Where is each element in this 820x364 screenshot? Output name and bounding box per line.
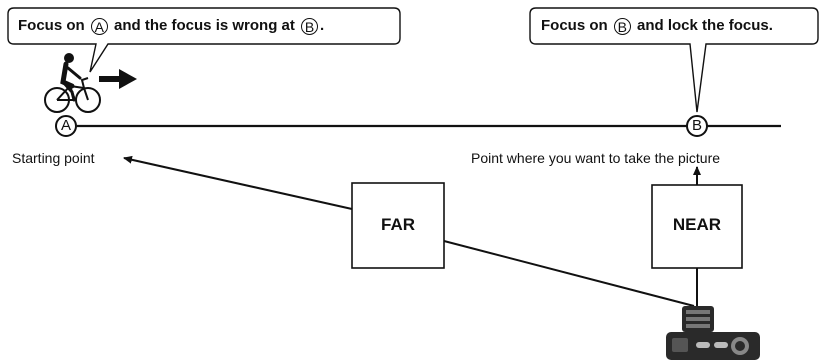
marker-a: A — [55, 115, 77, 137]
circled-letter-b: B — [613, 18, 631, 35]
right-callout-prefix: Focus on — [541, 17, 608, 34]
right-callout-bubble — [529, 7, 819, 113]
right-callout-suffix: and lock the focus. — [637, 17, 773, 34]
left-callout-text: Focus on A and the focus is wrong at B. — [18, 17, 324, 35]
starting-point-label: Starting point — [12, 150, 95, 166]
circled-letter-a: A — [90, 18, 108, 35]
cyclist-icon — [44, 53, 101, 113]
right-callout-text: Focus on B and lock the focus. — [541, 17, 773, 35]
camera-icon — [666, 306, 760, 360]
left-callout-suffix: . — [320, 17, 325, 34]
far-line-to-camera — [443, 240, 695, 307]
marker-b: B — [686, 115, 708, 137]
circled-letter-b: B — [301, 18, 319, 35]
near-label: NEAR — [672, 215, 722, 234]
target-point-label: Point where you want to take the picture — [471, 150, 721, 166]
left-callout-prefix: Focus on — [18, 17, 85, 34]
near-box — [651, 184, 743, 269]
right-arrow-icon — [99, 69, 137, 89]
left-callout-middle: and the focus is wrong at — [114, 17, 295, 34]
far-line-to-start — [123, 155, 353, 210]
far-label: FAR — [381, 215, 415, 234]
far-box — [351, 182, 445, 269]
